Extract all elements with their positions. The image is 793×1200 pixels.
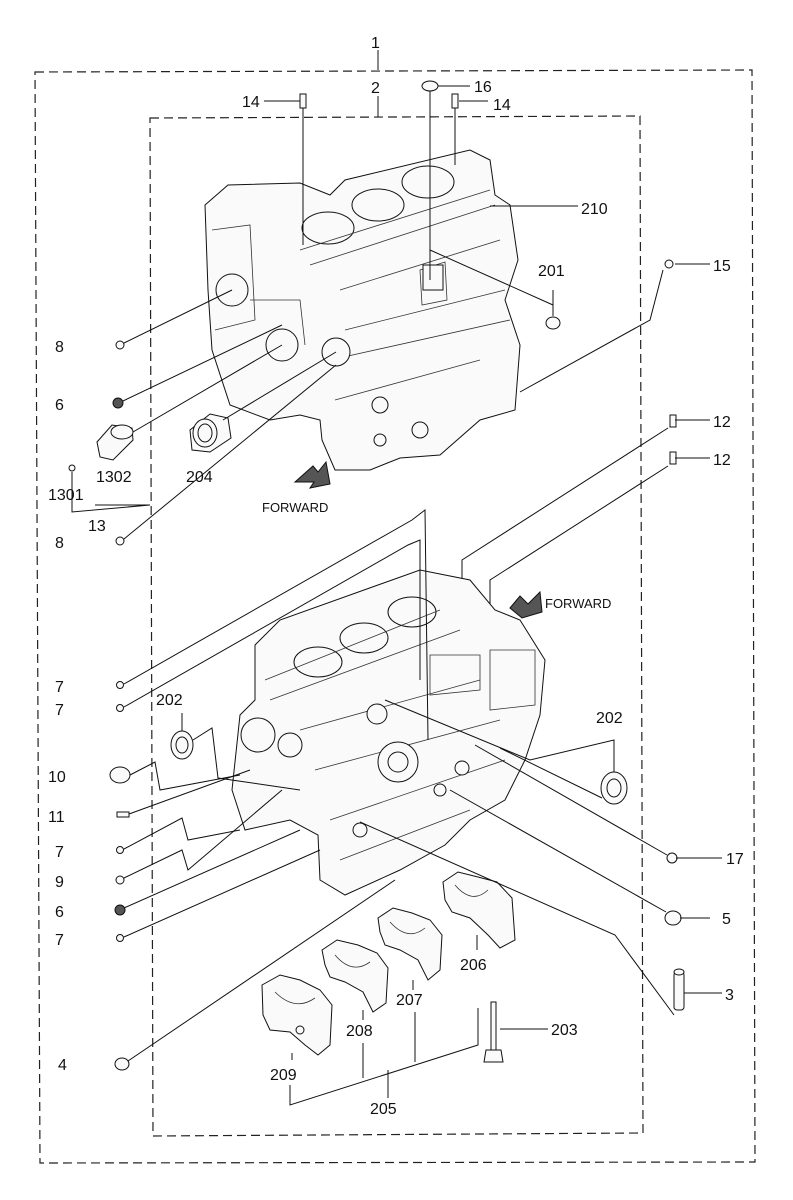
- upper-cylinder-block: [204, 149, 521, 471]
- label-202-left: 202: [156, 692, 183, 709]
- label-203: 203: [551, 1022, 578, 1039]
- part-labels: 1 2 14 16 14 210 201 15 8 6 12 12 1302 2…: [48, 35, 744, 1118]
- part-14-dowel-left: [299, 93, 307, 109]
- forward-arrow-bottom: FORWARD: [509, 590, 611, 619]
- lower-leader-lines: [123, 508, 722, 1106]
- label-14-left: 14: [242, 94, 260, 111]
- lower-cylinder-block: [231, 569, 546, 896]
- part-202-seal-left: [170, 730, 194, 760]
- part-7-plug-d: [116, 934, 124, 942]
- label-9: 9: [55, 874, 64, 891]
- label-208: 208: [346, 1023, 373, 1040]
- part-9-plug: [115, 875, 125, 885]
- label-7-d: 7: [55, 932, 64, 949]
- label-6-upper: 6: [55, 397, 64, 414]
- label-5: 5: [722, 911, 731, 928]
- part-10-seal: [109, 766, 131, 784]
- part-16-washer: [421, 80, 439, 92]
- assembly-boundary-outer: [34, 69, 756, 1164]
- part-7-plug-c: [116, 846, 124, 854]
- label-8-upper: 8: [55, 339, 64, 356]
- part-1301-pin: [68, 464, 76, 472]
- part-5-seal: [664, 910, 682, 926]
- part-201-seal: [545, 316, 561, 330]
- label-1301: 1301: [48, 487, 84, 504]
- label-14-right: 14: [493, 97, 511, 114]
- part-8-plug-upper: [115, 340, 125, 350]
- label-205: 205: [370, 1101, 397, 1118]
- forward-arrow-top: FORWARD: [262, 460, 331, 515]
- label-10: 10: [48, 769, 66, 786]
- label-15: 15: [713, 258, 731, 275]
- label-11: 11: [48, 809, 65, 826]
- assembly-boundary-inner: [149, 115, 644, 1137]
- part-12-dowel-a: [669, 414, 677, 428]
- part-203-bolt: [483, 1001, 504, 1063]
- part-11-pin: [116, 811, 130, 818]
- part-204-ring: [189, 413, 232, 453]
- label-201: 201: [538, 263, 565, 280]
- label-12-b: 12: [713, 452, 731, 469]
- part-202-seal-right: [600, 771, 628, 805]
- label-8-lower: 8: [55, 535, 64, 552]
- part-15-plug: [664, 259, 674, 269]
- label-202-right: 202: [596, 710, 623, 727]
- part-14-dowel-right: [451, 93, 459, 109]
- label-7-a: 7: [55, 679, 64, 696]
- label-16: 16: [474, 79, 492, 96]
- part-207-bearing-cap: [377, 907, 443, 981]
- label-207: 207: [396, 992, 423, 1009]
- part-7-plug-a: [116, 681, 124, 689]
- label-2: 2: [371, 80, 380, 97]
- label-13: 13: [88, 518, 106, 535]
- label-17: 17: [726, 851, 744, 868]
- label-1302: 1302: [96, 469, 132, 486]
- label-206: 206: [460, 957, 487, 974]
- part-17-plug: [666, 852, 678, 864]
- part-6-plug-upper: [112, 397, 124, 409]
- part-4-cap: [114, 1057, 130, 1071]
- label-204: 204: [186, 469, 213, 486]
- label-7-c: 7: [55, 844, 64, 861]
- label-6-lower: 6: [55, 904, 64, 921]
- part-6-plug-lower: [114, 904, 126, 916]
- part-209-bearing-cap: [261, 974, 333, 1056]
- part-1302-sleeve: [96, 424, 134, 461]
- part-8-plug-lower: [115, 536, 125, 546]
- forward-label-top: FORWARD: [262, 500, 328, 515]
- part-3-dowel: [673, 968, 685, 1011]
- label-12-a: 12: [713, 414, 731, 431]
- label-4: 4: [58, 1057, 67, 1074]
- label-3: 3: [725, 987, 734, 1004]
- label-210: 210: [581, 201, 608, 218]
- forward-label-bottom: FORWARD: [545, 596, 611, 611]
- label-7-b: 7: [55, 702, 64, 719]
- label-1: 1: [371, 35, 380, 52]
- part-206-bearing-cap: [442, 871, 516, 949]
- part-7-plug-b: [116, 704, 124, 712]
- label-209: 209: [270, 1067, 297, 1084]
- part-208-bearing-cap: [321, 939, 389, 1013]
